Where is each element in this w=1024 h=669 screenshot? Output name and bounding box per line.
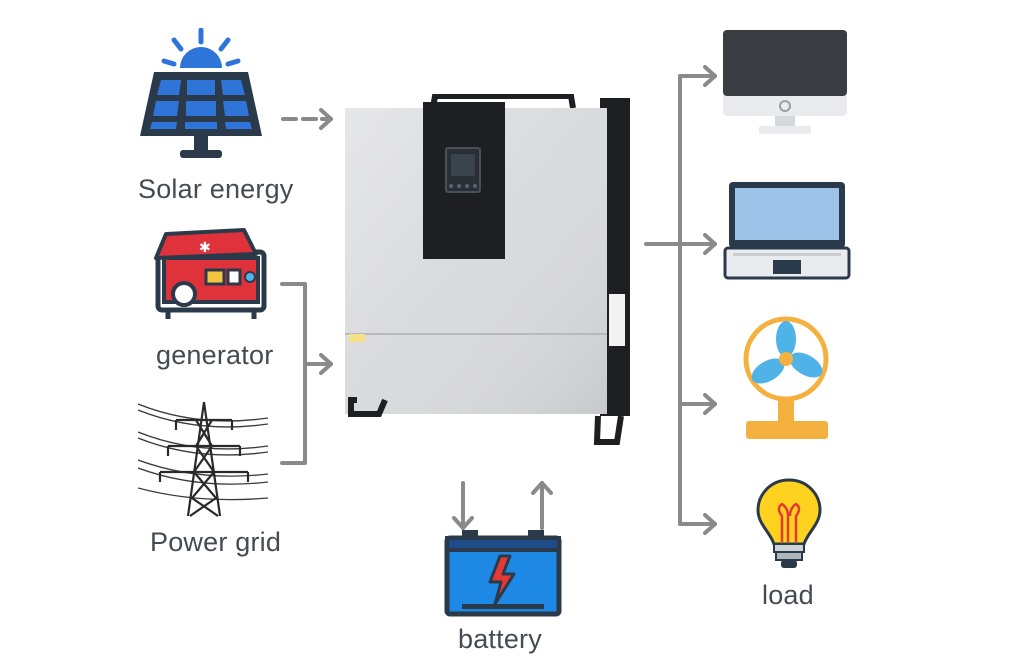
- laptop-icon: [723, 182, 851, 280]
- desktop-monitor-icon: [723, 30, 847, 134]
- solar-panel-icon: [140, 28, 262, 158]
- generator-icon: ✱: [154, 228, 267, 319]
- source-bracket: [280, 282, 307, 465]
- generator-label: generator: [156, 340, 274, 370]
- hybrid-inverter-icon: [345, 94, 630, 445]
- power-tower-icon: [138, 401, 268, 517]
- solar-label: Solar energy: [138, 174, 294, 204]
- grid-label: Power grid: [150, 527, 282, 557]
- light-bulb-icon: [756, 478, 822, 568]
- battery-icon: [444, 530, 562, 617]
- electric-fan-icon: [743, 316, 829, 439]
- svg-text:✱: ✱: [199, 239, 211, 255]
- battery-label: battery: [458, 624, 542, 654]
- load-label: load: [762, 580, 814, 610]
